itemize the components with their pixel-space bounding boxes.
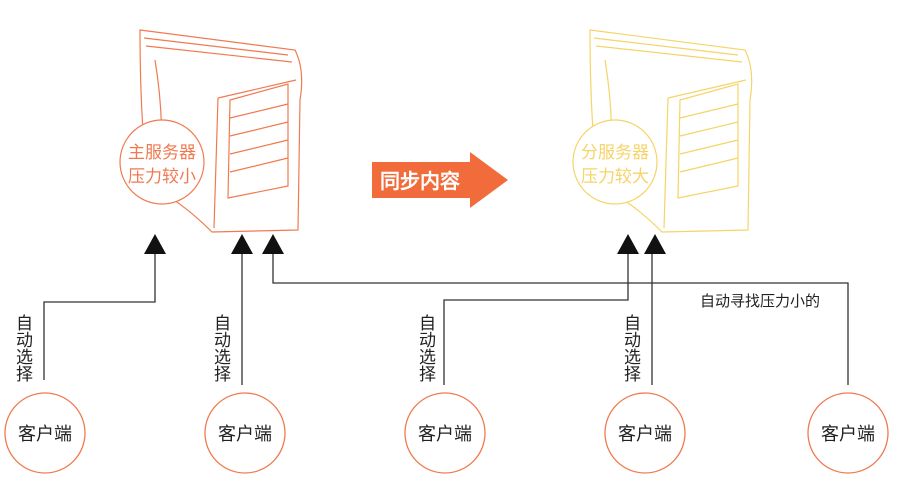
auto-select-label-client2: 自动选择 — [210, 314, 231, 383]
client-label: 客户端 — [18, 424, 72, 445]
client-label: 客户端 — [418, 424, 472, 445]
connection-client3-secondary — [443, 252, 629, 385]
sync-label: 同步内容 — [380, 169, 460, 193]
primary-server: 主服务器 压力较小 — [119, 29, 303, 233]
client-circle — [404, 392, 486, 474]
secondary-server-label-line1: 分服务器 — [581, 143, 649, 163]
client-node: 客户端 — [404, 392, 486, 474]
secondary-server: 分服务器 压力较大 — [572, 29, 753, 233]
auto-select-label-client1: 自动选择 — [12, 314, 33, 383]
clients: 客户端 客户端 客户端 客户端 客户端 — [4, 392, 889, 474]
auto-select-labels: 自动选择 自动选择 自动选择 自动选择 — [12, 314, 641, 383]
connection-client1-primary — [43, 252, 156, 380]
connection-client5-primary — [272, 252, 849, 385]
auto-select-label-client3: 自动选择 — [415, 314, 436, 383]
client-label: 客户端 — [821, 424, 875, 445]
client-node: 客户端 — [4, 392, 86, 474]
client-label: 客户端 — [218, 424, 272, 445]
client-label: 客户端 — [618, 424, 672, 445]
secondary-server-badge — [572, 119, 658, 205]
primary-server-badge — [119, 119, 205, 205]
client-node: 客户端 — [807, 392, 889, 474]
arrowhead-secondary-1 — [617, 234, 639, 254]
client-node: 客户端 — [604, 392, 686, 474]
client-circle — [204, 392, 286, 474]
primary-server-label-line2: 压力较小 — [128, 167, 196, 187]
client-circle — [4, 392, 86, 474]
primary-server-label-line1: 主服务器 — [128, 143, 196, 163]
auto-find-label: 自动寻找压力小的 — [700, 292, 820, 310]
connection-lines — [43, 252, 849, 385]
arrowhead-secondary-2 — [644, 234, 666, 254]
client-circle — [604, 392, 686, 474]
arrowheads — [144, 234, 666, 254]
client-node: 客户端 — [204, 392, 286, 474]
auto-select-label-client4: 自动选择 — [620, 314, 641, 383]
client-circle — [807, 392, 889, 474]
sync-arrow-shape — [372, 152, 508, 208]
secondary-server-label-line2: 压力较大 — [581, 167, 649, 187]
arrowhead-primary-1 — [144, 234, 166, 254]
sync-arrow: 同步内容 — [372, 152, 508, 208]
arrowhead-primary-2 — [231, 234, 253, 254]
arrowhead-primary-3 — [262, 234, 284, 254]
